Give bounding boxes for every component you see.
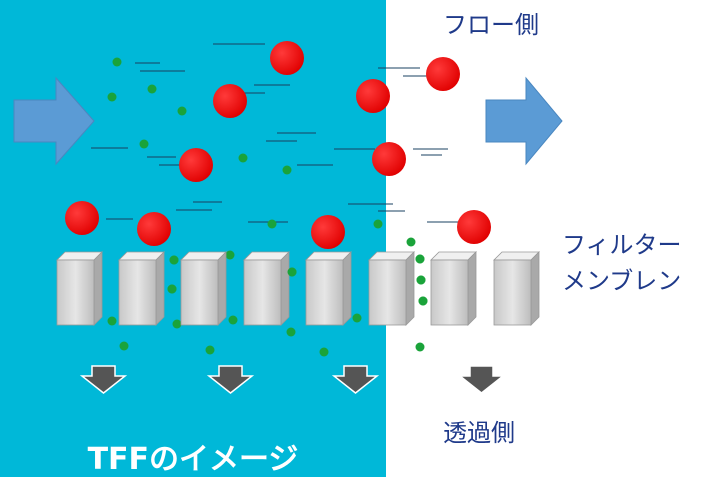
filter-membrane-label: フィルター メンブレン	[562, 230, 682, 296]
small-particle	[415, 254, 425, 264]
diagram-title: TFFのイメージ	[87, 442, 299, 477]
small-particle	[112, 57, 122, 67]
membrane-block	[430, 251, 477, 326]
small-particle	[406, 237, 416, 247]
small-particle	[139, 139, 149, 149]
small-particle	[238, 153, 248, 163]
large-particle	[457, 210, 491, 244]
small-particle	[228, 315, 238, 325]
large-particle	[213, 84, 247, 118]
large-particle	[65, 201, 99, 235]
membrane-block	[118, 251, 165, 326]
small-particle	[267, 219, 277, 229]
small-particle	[225, 250, 235, 260]
permeate-side-label: 透過側	[443, 419, 515, 447]
filter-membrane-label-line2: メンブレン	[562, 267, 682, 295]
membrane-block	[180, 251, 227, 326]
small-particle	[172, 319, 182, 329]
small-particle	[352, 313, 362, 323]
large-particle	[137, 212, 171, 246]
large-particle	[311, 215, 345, 249]
small-particle	[418, 296, 428, 306]
small-particle	[167, 284, 177, 294]
small-particle	[319, 347, 329, 357]
filter-membrane	[56, 251, 540, 326]
flow-in-arrow-icon	[13, 76, 95, 166]
membrane-block	[368, 251, 415, 326]
small-particle	[107, 92, 117, 102]
small-particle	[119, 341, 129, 351]
arrow-down-icon	[331, 365, 380, 394]
small-particle	[286, 327, 296, 337]
small-particle	[373, 219, 383, 229]
arrow-down-icon	[79, 365, 128, 394]
flow-streaks	[91, 43, 458, 223]
membrane-block	[243, 251, 290, 326]
small-particle	[169, 255, 179, 265]
arrow-down-icon	[457, 365, 506, 394]
small-particle	[287, 267, 297, 277]
membrane-block	[493, 251, 540, 326]
small-particle	[177, 106, 187, 116]
large-particle	[270, 41, 304, 75]
large-particle	[372, 142, 406, 176]
small-particle	[147, 84, 157, 94]
small-particle	[282, 165, 292, 175]
small-particles-front	[167, 254, 428, 306]
large-particle	[426, 57, 460, 91]
large-particles	[65, 41, 491, 249]
flow-out-arrow-icon	[485, 76, 563, 166]
membrane-block	[305, 251, 352, 326]
small-particle	[416, 275, 426, 285]
small-particle	[205, 345, 215, 355]
large-particle	[179, 148, 213, 182]
permeate-arrows	[79, 365, 506, 394]
small-particle	[415, 342, 425, 352]
arrow-down-icon	[206, 365, 255, 394]
flow-side-label: フロー側	[443, 11, 539, 39]
filter-membrane-label-line1: フィルター	[562, 231, 682, 259]
small-particle	[107, 316, 117, 326]
membrane-block	[56, 251, 103, 326]
large-particle	[356, 79, 390, 113]
